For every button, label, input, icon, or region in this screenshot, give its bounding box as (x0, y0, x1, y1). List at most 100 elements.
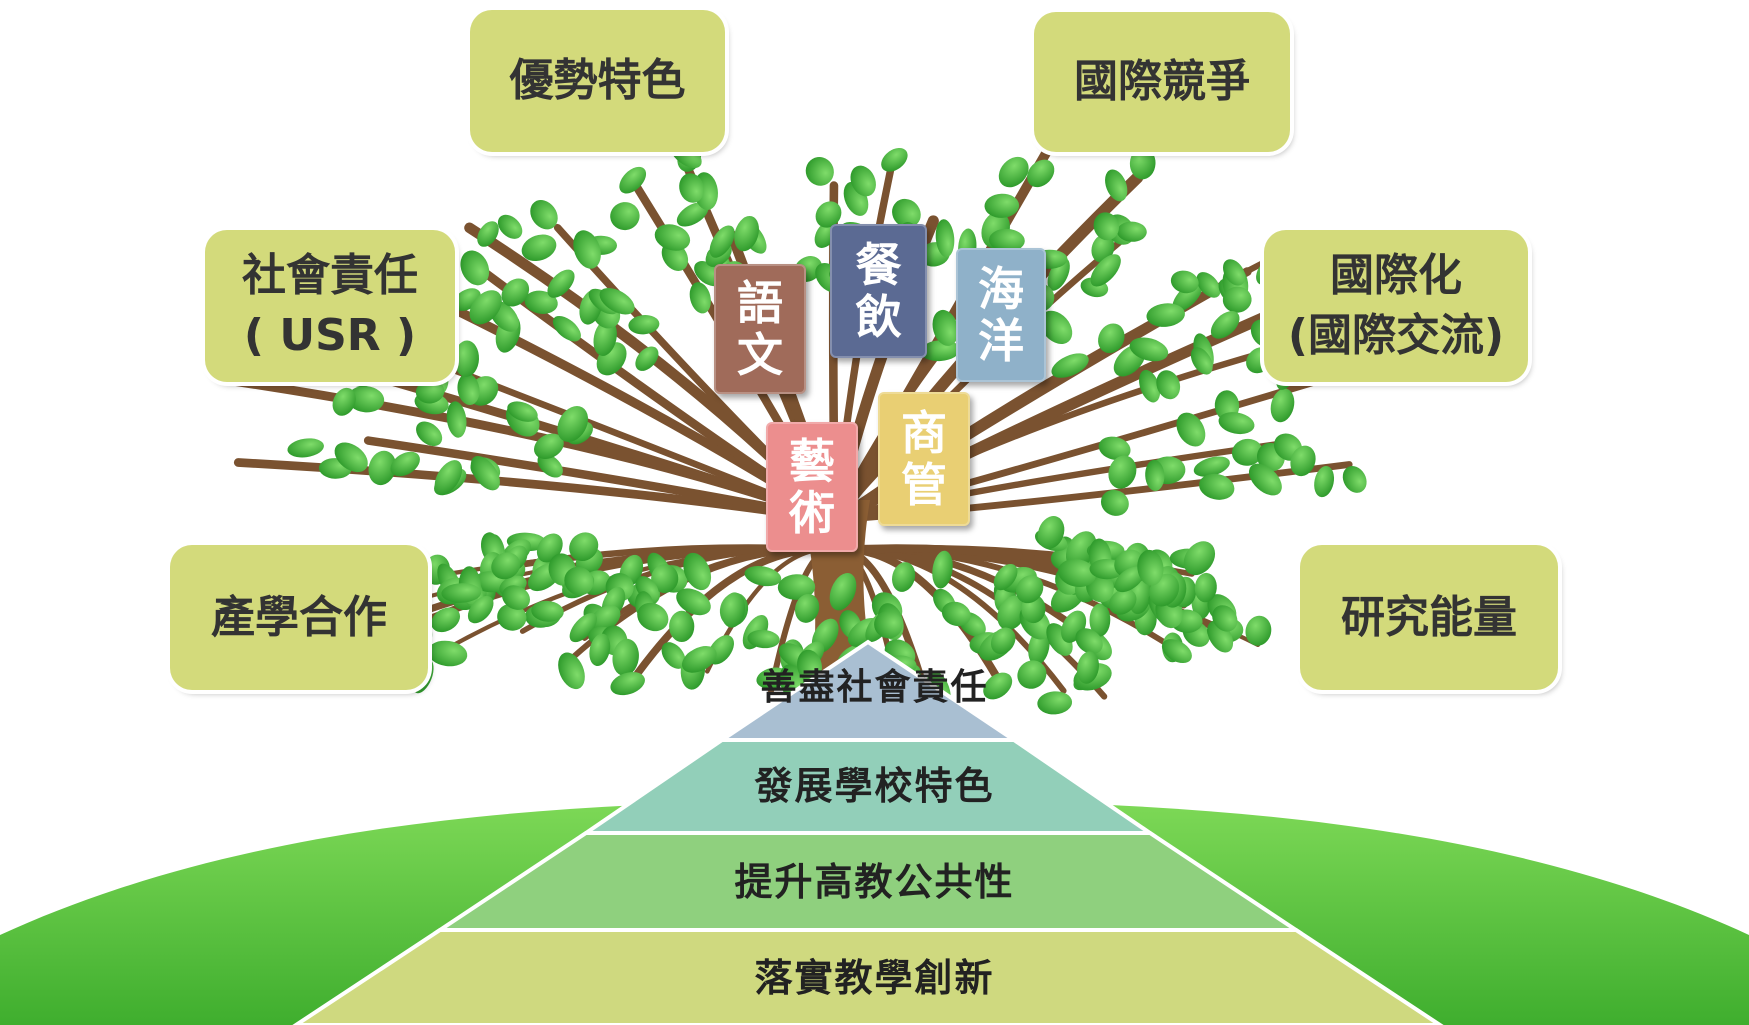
leaf (431, 607, 461, 633)
leaf (892, 562, 916, 592)
leaf (1146, 303, 1185, 327)
leaf (651, 564, 679, 593)
leaf (610, 202, 640, 231)
leaf (368, 450, 397, 486)
card-business: 商 管 (878, 392, 970, 526)
leaf (332, 387, 356, 416)
leaf (1342, 465, 1367, 493)
leaf (721, 592, 746, 628)
leaf (1210, 311, 1240, 339)
leaf (1089, 603, 1111, 637)
leaf (1090, 254, 1121, 287)
pyramid-tier1-label: 善盡社會責任 (760, 667, 989, 708)
leaf (441, 583, 482, 603)
leaf (1051, 353, 1089, 378)
leaf (477, 221, 499, 247)
leaf (628, 315, 660, 335)
leaf (1183, 541, 1216, 576)
leaf (507, 401, 538, 422)
leaf (874, 610, 903, 639)
leaf (984, 193, 1020, 218)
leaf (661, 642, 686, 669)
leaf (1194, 572, 1217, 603)
leaf (850, 165, 876, 197)
leaf (1196, 272, 1221, 298)
leaf (1100, 489, 1129, 516)
leaf (892, 198, 921, 228)
leaf (1290, 445, 1316, 477)
leaf (491, 552, 521, 580)
leaf (1098, 436, 1131, 461)
leaf (989, 228, 1025, 252)
leaf (997, 595, 1027, 631)
leaf (557, 405, 589, 443)
leaf (1161, 639, 1192, 664)
leaf (434, 460, 463, 495)
leaf (497, 603, 527, 631)
leaf (469, 290, 502, 325)
leaf (777, 574, 816, 600)
leaf (547, 269, 575, 298)
leaf (1245, 615, 1272, 646)
leaf (501, 585, 531, 610)
leaf (747, 629, 780, 649)
leaf (998, 156, 1029, 188)
leaf (1223, 259, 1246, 286)
leaf (569, 532, 599, 561)
leaf (935, 219, 955, 258)
leaf (1137, 549, 1164, 586)
leaf (530, 200, 558, 230)
leaf (1108, 455, 1137, 489)
leaf (1091, 234, 1115, 263)
leaf (797, 649, 822, 683)
leaf (454, 340, 480, 377)
leaf (1218, 412, 1255, 435)
leaf (460, 250, 490, 286)
card-marine: 海 洋 (956, 248, 1046, 382)
leaf (734, 215, 759, 252)
leaf (390, 451, 420, 477)
leaf (1117, 221, 1147, 242)
leaf (457, 373, 480, 405)
leaf (993, 563, 1018, 591)
leaf (1037, 516, 1065, 549)
leaf (983, 672, 1013, 700)
leaf (1105, 169, 1128, 202)
leaf (1015, 575, 1044, 604)
card-arts: 藝 術 (766, 422, 858, 552)
leaf (1231, 438, 1263, 466)
leaf (415, 379, 445, 404)
leaf (676, 588, 711, 616)
card-language: 語 文 (714, 264, 806, 394)
leaf (537, 453, 563, 478)
leaf (1212, 605, 1238, 632)
leaf (334, 442, 368, 473)
leaf (669, 610, 695, 643)
leaf (599, 287, 635, 315)
leaf (497, 214, 523, 239)
leaf (1222, 286, 1252, 313)
leaf (521, 234, 557, 262)
leaf (1093, 212, 1119, 241)
pyramid-tier3-label: 提升高教公共性 (734, 860, 1015, 904)
leaf (941, 601, 971, 627)
card-food: 餐 飲 (830, 224, 927, 358)
leaf (1314, 466, 1335, 498)
leaf (1017, 660, 1047, 689)
leaf (564, 566, 594, 596)
leaf (531, 600, 564, 622)
leaf (558, 652, 585, 690)
leaf (1108, 588, 1137, 615)
leaf (709, 225, 735, 258)
box-research: 研究能量 (1300, 545, 1558, 690)
box-advantages: 優勢特色 (470, 10, 725, 152)
leaf (1193, 456, 1230, 477)
leaf (805, 157, 834, 186)
leaf (1098, 323, 1125, 354)
leaf (1114, 566, 1145, 593)
leaf (1190, 347, 1213, 375)
leaf (1170, 270, 1199, 294)
leaf (612, 638, 639, 677)
box-social-responsibility: 社會責任 ( USR ) (205, 230, 455, 382)
leaf (1075, 628, 1103, 654)
